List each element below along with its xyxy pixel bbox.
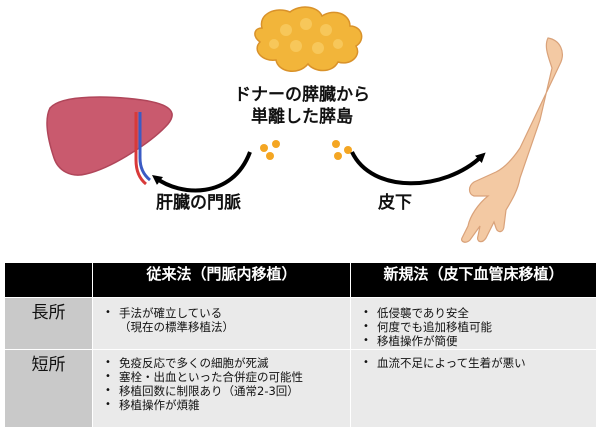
table-row-disadvantages: 短所 免疫反応で多くの細胞が死滅 塞栓・出血といった合併症の可能性 移植回数に制… bbox=[4, 349, 597, 428]
arm-illustration bbox=[461, 37, 563, 243]
transplant-diagram bbox=[46, 6, 563, 243]
disadvantages-new-cell: 血流不足によって生着が悪い bbox=[350, 349, 597, 428]
arrow-to-arm bbox=[350, 151, 486, 186]
islet-cells-left bbox=[260, 140, 280, 160]
portal-vein-label: 肝臓の門脈 bbox=[156, 193, 241, 213]
table-corner-cell bbox=[4, 262, 93, 298]
list-item: 移植操作が煩雑 bbox=[105, 398, 350, 412]
list-item: 血流不足によって生着が悪い bbox=[363, 356, 596, 370]
row-header-disadvantages: 短所 bbox=[4, 349, 93, 428]
arrow-to-liver bbox=[151, 151, 252, 193]
list-item: （現在の標準移植法） bbox=[119, 320, 234, 334]
table-row-advantages: 長所 手法が確立している （現在の標準移植法） 低侵襲であり安全 何度でも追加移… bbox=[4, 297, 597, 350]
list-item: 塞栓・出血といった合併症の可能性 bbox=[105, 370, 350, 384]
advantages-conventional-cell: 手法が確立している （現在の標準移植法） bbox=[92, 297, 351, 350]
advantages-new-cell: 低侵襲であり安全 何度でも追加移植可能 移植操作が簡便 bbox=[350, 297, 597, 350]
table-header-row: 従来法（門脈内移植） 新規法（皮下血管床移植） bbox=[4, 262, 597, 298]
comparison-table: 従来法（門脈内移植） 新規法（皮下血管床移植） 長所 手法が確立している （現在… bbox=[4, 262, 597, 428]
list-item: 手法が確立している bbox=[105, 306, 350, 320]
liver-illustration bbox=[46, 96, 173, 186]
pancreas-illustration bbox=[254, 6, 363, 72]
islet-caption-line1: ドナーの膵臓から bbox=[234, 85, 370, 105]
disadvantages-conventional-cell: 免疫反応で多くの細胞が死滅 塞栓・出血といった合併症の可能性 移植回数に制限あり… bbox=[92, 349, 351, 428]
islet-caption-line2: 単離した膵島 bbox=[251, 107, 353, 127]
column-header-new: 新規法（皮下血管床移植） bbox=[350, 262, 597, 298]
list-item: 移植回数に制限あり（通常2-3回） bbox=[105, 384, 350, 398]
list-item: 何度でも追加移植可能 bbox=[363, 320, 596, 334]
column-header-conventional: 従来法（門脈内移植） bbox=[92, 262, 351, 298]
islet-caption: ドナーの膵臓から 単離した膵島 bbox=[222, 84, 382, 128]
list-item: 免疫反応で多くの細胞が死滅 bbox=[105, 356, 350, 370]
list-item: 低侵襲であり安全 bbox=[363, 306, 596, 320]
subcutaneous-label: 皮下 bbox=[378, 193, 412, 213]
islet-cells-right bbox=[332, 140, 352, 160]
row-header-advantages: 長所 bbox=[4, 297, 93, 350]
list-item: 移植操作が簡便 bbox=[363, 334, 596, 348]
